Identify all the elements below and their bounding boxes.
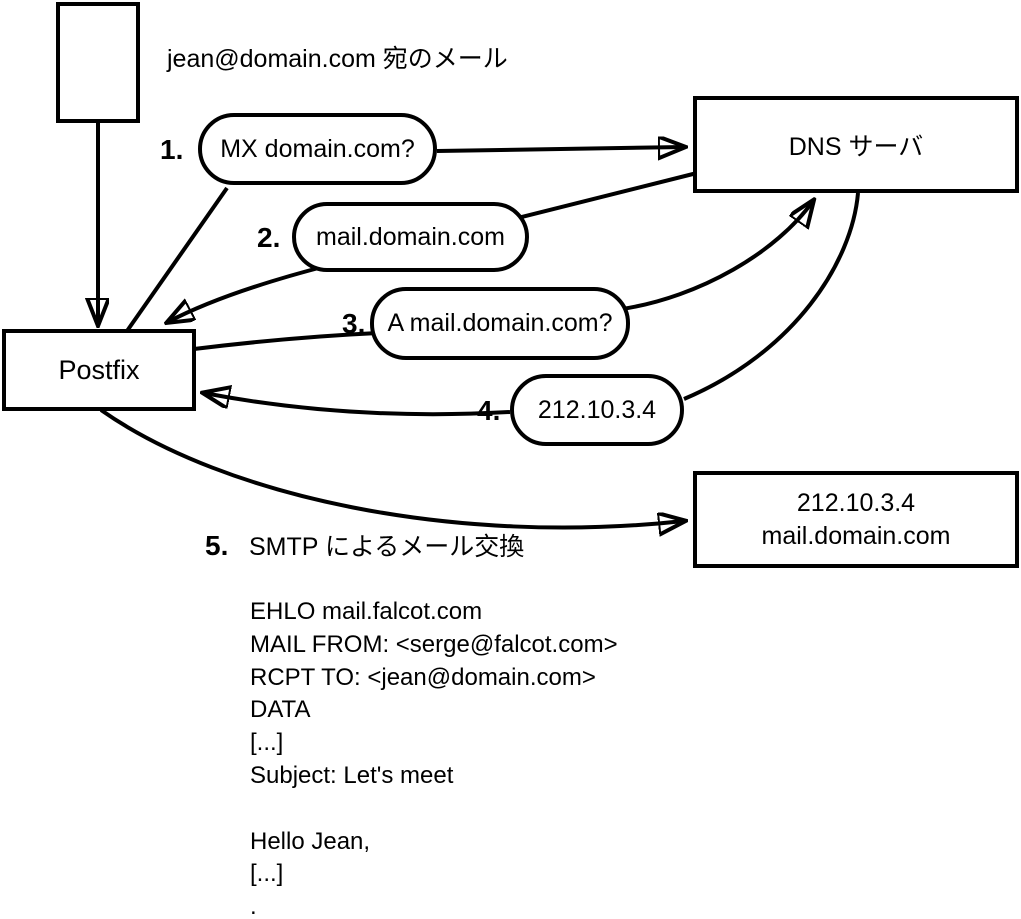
message-box	[56, 2, 140, 123]
query-bubble-a-record: A mail.domain.com?	[370, 287, 630, 360]
mail-server-hostname: mail.domain.com	[761, 521, 951, 550]
line-postfix-to-query3	[193, 331, 379, 351]
arrow-query1-to-dns	[436, 147, 684, 151]
line-dns-to-answer4	[683, 192, 860, 401]
step-5-number: 5.	[205, 530, 229, 561]
step-2-number: 2.	[257, 222, 281, 253]
arrow-query3-to-dns	[621, 201, 813, 311]
arrow-answer4-to-postfix	[204, 393, 511, 417]
line-postfix-to-query1	[125, 186, 229, 333]
answer-bubble-ip: 212.10.3.4	[510, 374, 684, 446]
line-dns-to-answer2	[505, 171, 698, 223]
step-1-number: 1.	[160, 134, 184, 165]
query-bubble-mx: MX domain.com?	[198, 113, 437, 185]
dns-server-node: DNS サーバ	[693, 96, 1019, 193]
mail-server-ip: 212.10.3.4	[796, 488, 916, 517]
incoming-mail-label: jean@domain.com 宛のメール	[167, 45, 508, 73]
answer-bubble-mx-result: mail.domain.com	[292, 202, 529, 272]
step-4-number: 4.	[477, 395, 501, 426]
step-3-number: 3.	[342, 308, 366, 339]
arrow-answer2-to-postfix	[168, 263, 331, 322]
arrow-postfix-to-mailserver	[99, 408, 684, 528]
postfix-node: Postfix	[2, 329, 196, 411]
step-5-label: SMTP によるメール交換	[249, 533, 525, 561]
smtp-session-text: EHLO mail.falcot.com MAIL FROM: <serge@f…	[250, 598, 618, 919]
mail-server-node: 212.10.3.4 mail.domain.com	[693, 471, 1019, 568]
